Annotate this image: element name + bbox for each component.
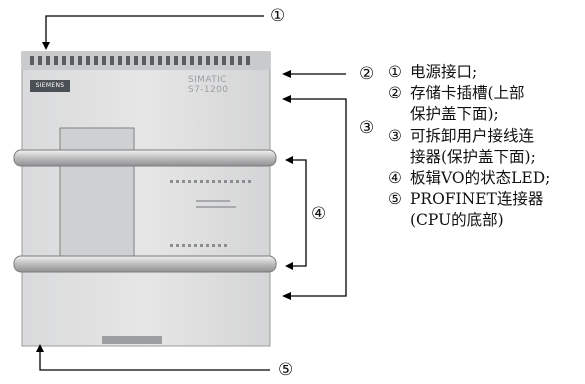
lower-terminal-rail [14, 256, 276, 272]
model-label-line2: S7-1200 [188, 85, 228, 95]
legend-text-3: 可拆卸用户接线连 [410, 126, 534, 147]
legend-text-3-cont: 接器(保护盖下面); [388, 147, 583, 168]
model-label: SIMATIC S7-1200 [188, 75, 228, 95]
legend-item-5: ⑤ PROFINET连接器 [388, 189, 583, 210]
legend-text-5-cont: (CPU的底部) [388, 210, 583, 231]
plc-body [22, 52, 270, 346]
legend-text-2-cont: 保护盖下面); [388, 104, 583, 125]
legend-marker-2: ② [388, 83, 410, 104]
legend-text-1: 电源接口; [410, 62, 477, 83]
callout-5: ⑤ [278, 362, 293, 379]
legend-marker-4: ④ [388, 168, 410, 189]
siemens-logo: SIEMENS [30, 80, 70, 92]
legend-marker-3: ③ [388, 126, 410, 147]
legend-text-2: 存储卡插槽(上部 [410, 83, 525, 104]
legend-marker-5: ⑤ [388, 189, 410, 210]
memory-card-cover [60, 128, 134, 260]
upper-terminal-rail [14, 150, 276, 166]
callout-3: ③ [359, 120, 374, 137]
bottom-connector-slot [102, 336, 162, 344]
legend-marker-1: ① [388, 62, 410, 83]
legend-item-2: ② 存储卡插槽(上部 [388, 83, 583, 104]
callout-4: ④ [311, 206, 326, 223]
legend-item-3: ③ 可拆卸用户接线连 [388, 126, 583, 147]
legend: ① 电源接口; ② 存储卡插槽(上部 保护盖下面); ③ 可拆卸用户接线连 接器… [388, 62, 583, 232]
model-label-line1: SIMATIC [188, 75, 228, 85]
callout-2: ② [359, 66, 374, 83]
legend-item-1: ① 电源接口; [388, 62, 583, 83]
legend-item-4: ④ 板辑VO的状态LED; [388, 168, 583, 189]
callout-1: ① [270, 8, 285, 25]
legend-text-5: PROFINET连接器 [410, 189, 543, 210]
legend-text-4: 板辑VO的状态LED; [410, 168, 550, 189]
